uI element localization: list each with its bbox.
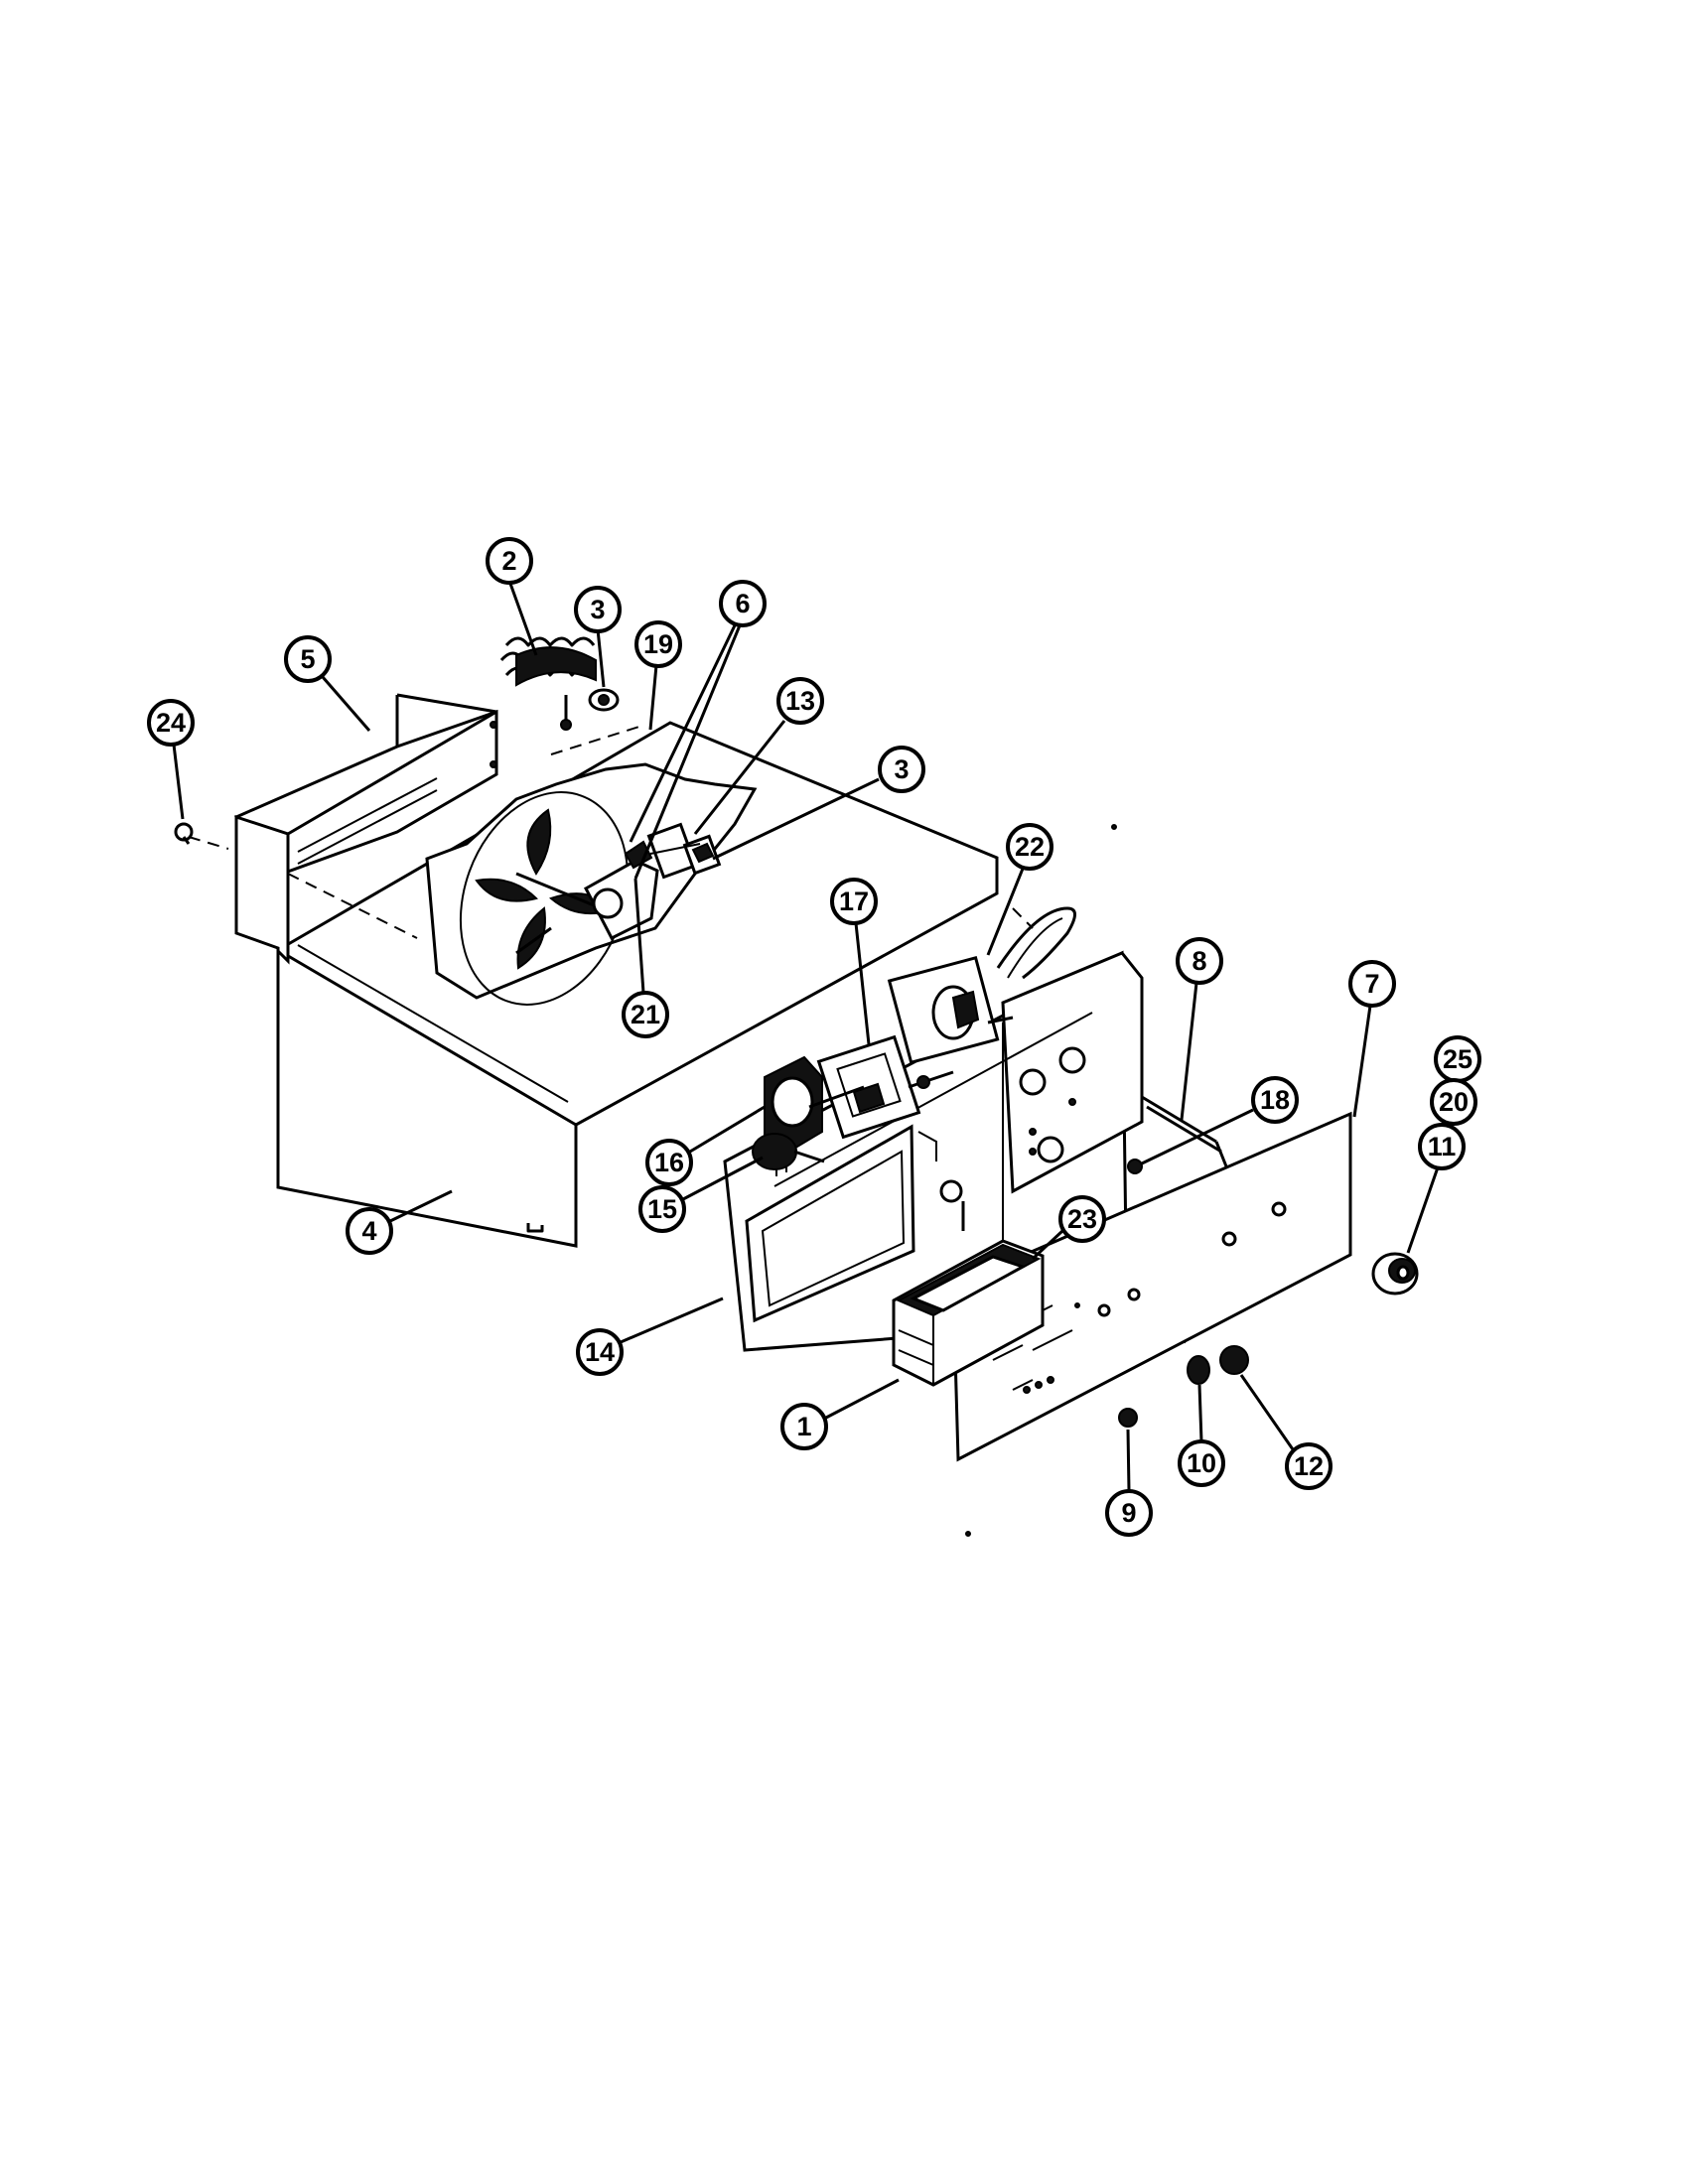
callout-10[interactable]: 10 [1178, 1384, 1225, 1487]
nut-18 [1127, 1159, 1143, 1174]
callout-label: 7 [1364, 969, 1379, 999]
callout-label: 8 [1192, 946, 1206, 976]
callout-label: 5 [300, 644, 315, 674]
heater-element [499, 636, 620, 731]
callout-label: 15 [647, 1194, 677, 1224]
callout-label: 14 [585, 1337, 615, 1367]
callout-label: 17 [839, 887, 869, 916]
callout-label: 6 [735, 589, 750, 618]
callout-8[interactable]: 8 [1176, 937, 1223, 1121]
callout-16[interactable]: 16 [645, 1105, 766, 1186]
callout-5[interactable]: 5 [284, 635, 371, 732]
callout-label: 4 [361, 1216, 376, 1246]
callout-23[interactable]: 23 [1031, 1195, 1106, 1261]
vent-box [234, 693, 498, 965]
callout-12[interactable]: 12 [1239, 1374, 1333, 1490]
callout-label: 11 [1428, 1132, 1457, 1161]
callout-label: 10 [1187, 1448, 1216, 1478]
small-parts [1118, 1345, 1249, 1428]
callout-label: 12 [1294, 1451, 1324, 1481]
callout-label: 2 [501, 546, 516, 576]
callout-label: 9 [1121, 1498, 1136, 1528]
callout-2[interactable]: 2 [486, 537, 538, 656]
callout-label: 21 [631, 1000, 660, 1029]
callout-label: 1 [796, 1412, 811, 1441]
callout-22[interactable]: 22 [986, 823, 1053, 956]
control-22 [887, 906, 1076, 1065]
callout-label: 3 [590, 595, 605, 624]
callout-17[interactable]: 17 [830, 878, 878, 1045]
callout-20[interactable]: 20 [1430, 1078, 1477, 1126]
callout-layer: 2 3 19 6 5 13 [147, 537, 1481, 1537]
callout-19[interactable]: 19 [634, 620, 682, 731]
callout-21[interactable]: 21 [622, 878, 669, 1038]
scan-specks [965, 824, 1117, 1537]
callout-label: 20 [1439, 1087, 1469, 1117]
callout-label: 22 [1015, 832, 1045, 862]
thermostat-16 [764, 1055, 865, 1152]
callout-label: 16 [654, 1148, 684, 1177]
callout-18[interactable]: 18 [1141, 1076, 1299, 1165]
callout-label: 19 [643, 629, 673, 659]
callout-label: 25 [1443, 1044, 1473, 1074]
callout-13[interactable]: 13 [693, 677, 824, 835]
callout-9[interactable]: 9 [1105, 1429, 1153, 1537]
callout-label: 23 [1067, 1204, 1097, 1234]
callout-label: 3 [894, 754, 909, 784]
callout-24[interactable]: 24 [147, 699, 195, 820]
callout-14[interactable]: 14 [576, 1297, 724, 1376]
callout-label: 13 [785, 686, 815, 716]
callout-7[interactable]: 7 [1348, 960, 1396, 1118]
callout-11[interactable]: 11 [1406, 1123, 1466, 1254]
timer-module [892, 1239, 1045, 1387]
callout-label: 24 [156, 708, 186, 738]
knob-11 [1371, 1252, 1419, 1296]
callout-4[interactable]: 4 [346, 1189, 453, 1255]
knob-15 [752, 1133, 825, 1170]
callout-25[interactable]: 25 [1434, 1035, 1481, 1083]
callout-15[interactable]: 15 [638, 1156, 764, 1233]
callout-label: 18 [1260, 1085, 1290, 1115]
screw-24 [174, 822, 194, 845]
callout-3[interactable]: 3 [712, 746, 925, 861]
callout-6[interactable]: 6 [629, 580, 767, 880]
fan-cutout [425, 762, 758, 1006]
callout-3[interactable]: 3 [574, 586, 622, 688]
callout-1[interactable]: 1 [780, 1378, 900, 1450]
